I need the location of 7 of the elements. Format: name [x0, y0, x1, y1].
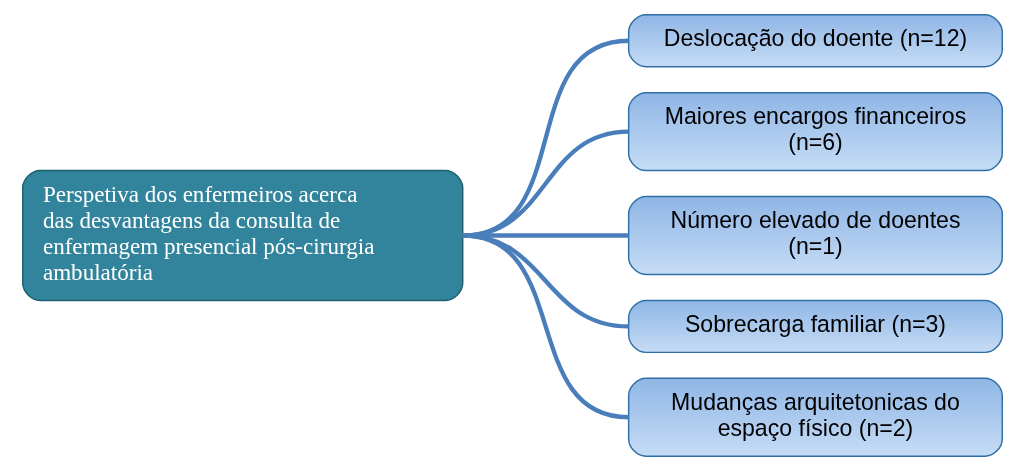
- node-box: Mudanças arquitetonicas do espaço físico (n=2): [627, 377, 1003, 457]
- node-box: Sobrecarga familiar (n=3): [627, 299, 1003, 353]
- node-box: Perspetiva dos enfermeiros acerca das desvantagens da consulta de enfermagem presencial pós-cirurgia ambulatória: [22, 169, 464, 301]
- connector: [462, 232, 629, 419]
- node-box: Número elevado de doentes (n=1): [627, 195, 1003, 275]
- node-box: Maiores encargos financeiros (n=6): [627, 91, 1003, 171]
- node-box: Deslocação do doente (n=12): [627, 13, 1003, 67]
